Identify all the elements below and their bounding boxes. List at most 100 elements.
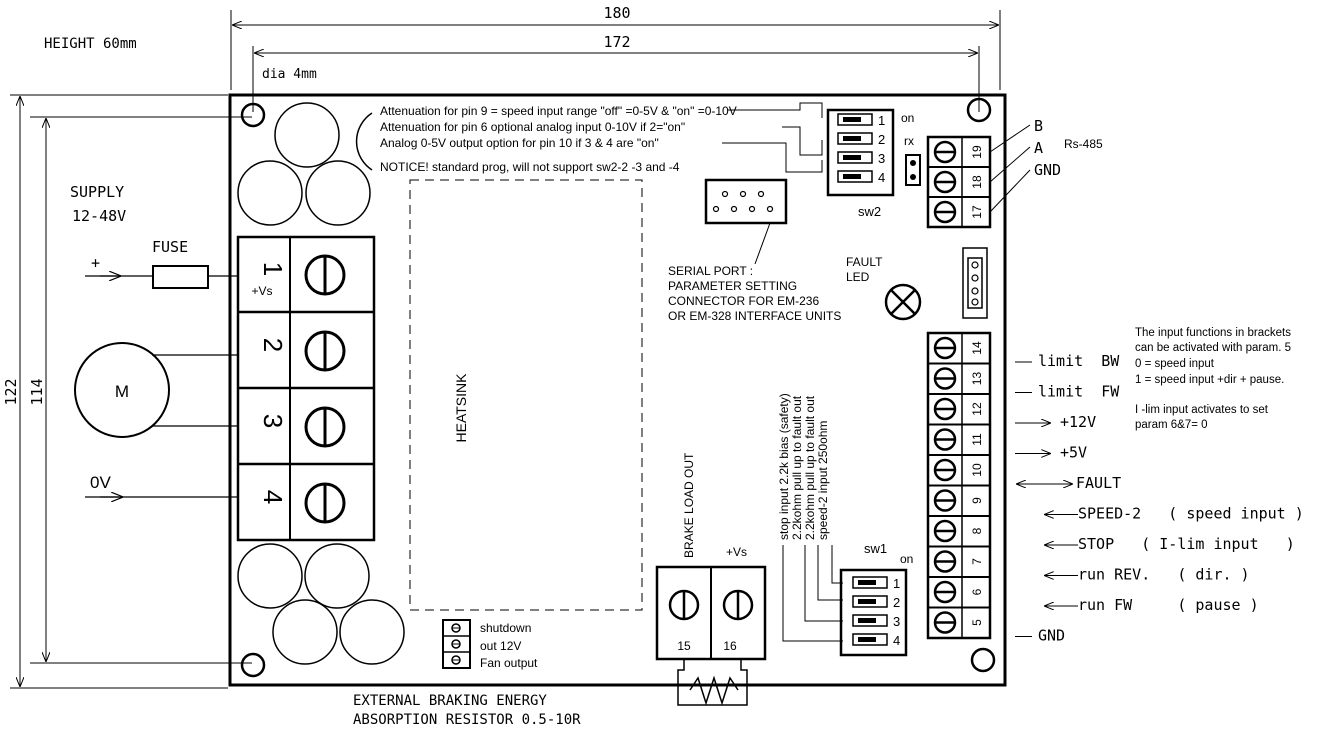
fault-led: FAULT LED bbox=[846, 255, 922, 321]
io-pin-number: 12 bbox=[970, 402, 984, 416]
brake-terminal-block: BRAKE LOAD OUT +Vs 15 16 bbox=[655, 452, 767, 706]
io-signal-label: SPEED-2 ( speed input ) bbox=[1078, 505, 1304, 523]
io-pin-number: 11 bbox=[970, 433, 984, 446]
info-line-2: can be activated with param. 5 bbox=[1135, 342, 1291, 354]
io-signal-label: run FW ( pause ) bbox=[1078, 596, 1259, 614]
supply-label: SUPPLY bbox=[70, 183, 124, 201]
rs485-label: Rs-485 bbox=[1064, 137, 1103, 151]
io-signal-label: FAULT bbox=[1076, 474, 1121, 492]
height-inner-label: 114 bbox=[28, 378, 46, 405]
rs485-pin-18: 18 bbox=[933, 170, 984, 194]
power-terminal-number: 1 bbox=[258, 262, 288, 276]
fan-line-1: shutdown bbox=[480, 621, 531, 635]
info-line-5: I -lim input activates to set bbox=[1135, 404, 1269, 416]
serial-line-1: SERIAL PORT : bbox=[668, 264, 753, 278]
mount-hole-br bbox=[970, 647, 996, 673]
fault-led-line-1: FAULT bbox=[846, 255, 883, 269]
rs485-pin-17: 17 bbox=[933, 200, 984, 224]
sw2-position-label: 3 bbox=[878, 151, 885, 166]
rs485-b: B bbox=[1034, 117, 1043, 135]
power-terminal-block bbox=[236, 235, 376, 542]
io-pin-number: 10 bbox=[970, 463, 984, 477]
sw2-position-2: 2 bbox=[837, 132, 885, 147]
height-label: HEIGHT 60mm bbox=[44, 36, 137, 52]
io-pin-14: 14 limit BW bbox=[933, 336, 1120, 370]
io-signal-label: run REV. ( dir. ) bbox=[1078, 566, 1250, 584]
io-pin-number: 14 bbox=[970, 341, 984, 355]
mount-hole-tl bbox=[240, 102, 266, 128]
info-line-4: 1 = speed input +dir + pause. bbox=[1135, 374, 1284, 386]
sw2-position-label: 1 bbox=[878, 113, 885, 128]
rs485-pin-number: 18 bbox=[970, 175, 984, 189]
brake-label: BRAKE LOAD OUT bbox=[682, 452, 696, 558]
resistor-caption-2: ABSORPTION RESISTOR 0.5-10R bbox=[353, 712, 581, 728]
fault-led-line-2: LED bbox=[846, 270, 870, 284]
attenuation-notes: Attenuation for pin 9 = speed input rang… bbox=[380, 102, 823, 174]
motor-symbol bbox=[74, 342, 170, 438]
serial-line-4: OR EM-328 INTERFACE UNITS bbox=[668, 309, 841, 323]
screw-icon bbox=[304, 254, 346, 296]
power-terminal-2: 2 bbox=[258, 330, 346, 372]
io-pin-number: 13 bbox=[970, 372, 984, 386]
serial-port-connector: SERIAL PORT : PARAMETER SETTING CONNECTO… bbox=[668, 178, 841, 323]
width-inner-label: 172 bbox=[603, 33, 630, 51]
io-pin-number: 7 bbox=[970, 558, 984, 565]
sw2-on-label: on bbox=[901, 111, 914, 125]
screw-icon bbox=[304, 406, 346, 448]
rs485-a: A bbox=[1034, 139, 1043, 157]
info-line-3: 0 = speed input bbox=[1135, 358, 1215, 370]
rs485-pin-number: 19 bbox=[970, 145, 984, 159]
sw2-position-1: 1 bbox=[837, 113, 885, 128]
io-pin-7: 7 run REV. ( dir. ) bbox=[928, 545, 1250, 584]
info-line-1: The input functions in brackets bbox=[1135, 327, 1291, 339]
supply-range: 12-48V bbox=[72, 207, 126, 225]
io-pin-12: 12 +12V bbox=[928, 393, 1096, 431]
power-terminal-1: 1+Vs bbox=[251, 254, 346, 298]
brake-pin-15: 15 bbox=[677, 639, 691, 653]
io-signal-label: limit BW bbox=[1038, 352, 1120, 370]
notice-line: NOTICE! standard prog, will not support … bbox=[380, 160, 680, 174]
supply-wiring: SUPPLY 12-48V FUSE + M 0V bbox=[70, 183, 238, 497]
width-dimension: 180 172 dia 4mm bbox=[230, 4, 1001, 112]
sw1-position-label: 2 bbox=[893, 595, 900, 610]
zero-volt-label: 0V bbox=[90, 473, 111, 492]
io-pin-number: 8 bbox=[970, 527, 984, 534]
mount-hole-bl bbox=[240, 652, 266, 678]
sw1-position-1: 1 bbox=[852, 576, 900, 591]
io-signal-label: +12V bbox=[1060, 413, 1096, 431]
sw2-position-4: 4 bbox=[837, 170, 885, 185]
serial-line-3: CONNECTOR FOR EM-236 bbox=[668, 294, 819, 308]
note-line-2: Attenuation for pin 6 optional analog in… bbox=[380, 120, 685, 134]
board-outline bbox=[228, 93, 1007, 687]
serial-line-2: PARAMETER SETTING bbox=[668, 279, 797, 293]
screw-icon bbox=[304, 330, 346, 372]
height-outer-label: 122 bbox=[2, 378, 20, 405]
sw1-label: sw1 bbox=[864, 541, 887, 556]
sw1-position-4: 4 bbox=[852, 633, 900, 648]
input-function-info: The input functions in brackets can be a… bbox=[1135, 327, 1291, 431]
io-pin-11: 11+5V bbox=[928, 423, 1087, 462]
brake-vs-label: +Vs bbox=[726, 545, 747, 559]
hole-label: dia 4mm bbox=[262, 67, 317, 82]
power-terminal-number: 4 bbox=[258, 490, 288, 504]
sw1-note-4: speed-2 input 250ohm bbox=[816, 421, 830, 540]
io-signal-label: GND bbox=[1038, 627, 1065, 645]
heatsink-label: HEATSINK bbox=[453, 373, 469, 443]
width-outer-label: 180 bbox=[603, 4, 630, 22]
brake-pin-16: 16 bbox=[723, 639, 737, 653]
mount-hole-tr bbox=[966, 97, 992, 123]
sw2-position-label: 4 bbox=[878, 170, 885, 185]
height-dimension: 122 114 bbox=[2, 94, 252, 689]
sw1-position-label: 4 bbox=[893, 633, 900, 648]
resistor-symbol bbox=[689, 675, 739, 706]
sw2-position-label: 2 bbox=[878, 132, 885, 147]
sw1-note-2: 2.2kohm pull up to fault out bbox=[790, 395, 804, 540]
